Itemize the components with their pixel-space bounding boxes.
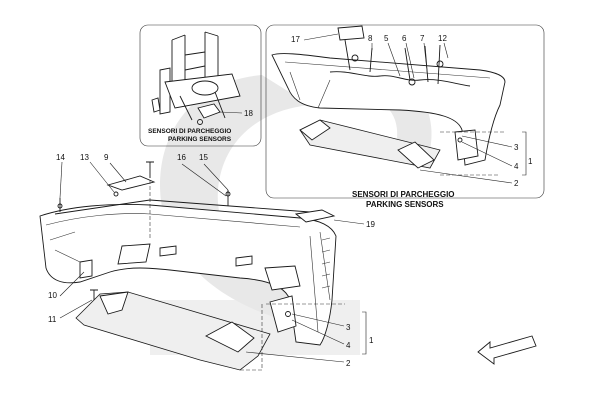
callout-13: 13 bbox=[80, 153, 89, 162]
inset-small-parking-sensor-bracket: 18 SENSORI DI PARCHEGGIO PARKING SENSORS bbox=[139, 24, 262, 147]
callout-5: 5 bbox=[384, 34, 389, 43]
callout-11: 11 bbox=[48, 315, 57, 324]
callout-18: 18 bbox=[244, 109, 253, 118]
callout-17: 17 bbox=[291, 35, 300, 44]
callout-4: 4 bbox=[346, 341, 351, 350]
callout-19: 19 bbox=[366, 220, 375, 229]
front-direction-arrow-icon bbox=[477, 335, 537, 365]
callout-4-inset: 4 bbox=[514, 162, 519, 171]
inset-large-bumper-with-sensors: 17 8 5 6 7 12 3 4 1 2 SENSORI DI PARCHEG… bbox=[265, 24, 545, 209]
callout-9: 9 bbox=[104, 153, 109, 162]
callout-1: 1 bbox=[369, 336, 374, 345]
callout-6: 6 bbox=[402, 34, 407, 43]
inset-large-caption-en: PARKING SENSORS bbox=[366, 200, 444, 209]
callout-3-inset: 3 bbox=[514, 143, 519, 152]
callout-10: 10 bbox=[48, 291, 57, 300]
callout-2-inset: 2 bbox=[514, 179, 519, 188]
callout-2: 2 bbox=[346, 359, 351, 368]
callout-1-inset: 1 bbox=[528, 157, 533, 166]
callout-15: 15 bbox=[199, 153, 208, 162]
inset-small-caption-en: PARKING SENSORS bbox=[168, 136, 232, 143]
callout-14: 14 bbox=[56, 153, 65, 162]
inset-small-caption-it: SENSORI DI PARCHEGGIO bbox=[148, 128, 231, 135]
main-rear-bumper-assembly: 9 13 14 16 15 19 10 11 bbox=[39, 153, 375, 371]
callout-12: 12 bbox=[438, 34, 447, 43]
callout-3: 3 bbox=[346, 323, 351, 332]
callout-8: 8 bbox=[368, 34, 373, 43]
inset-large-caption-it: SENSORI DI PARCHEGGIO bbox=[352, 190, 455, 199]
callout-7: 7 bbox=[420, 34, 425, 43]
callout-16: 16 bbox=[177, 153, 186, 162]
